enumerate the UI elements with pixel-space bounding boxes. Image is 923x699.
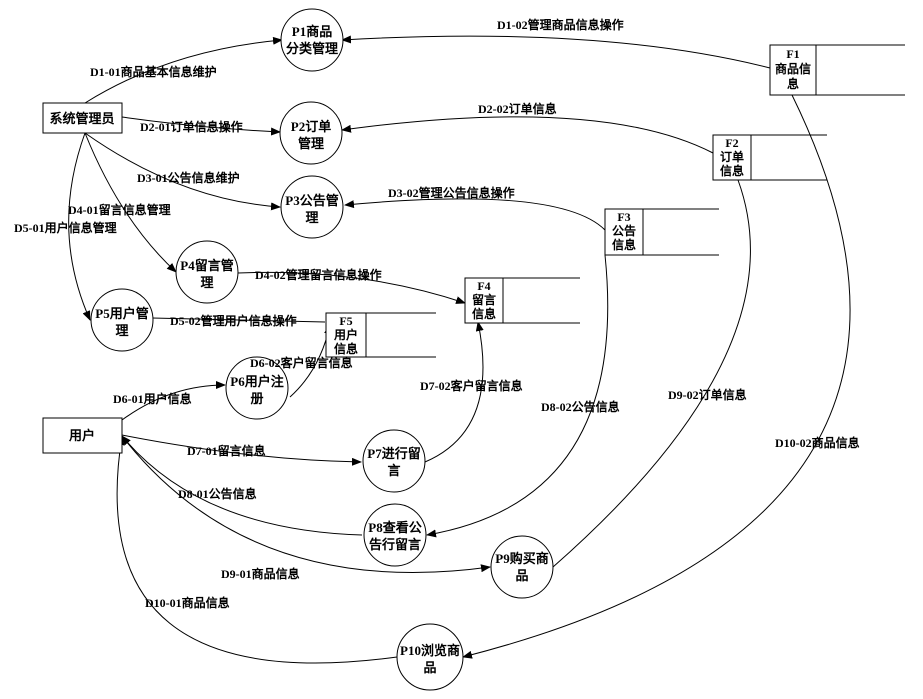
flow-label-d2-02: D2-02订单信息 (478, 101, 557, 116)
entity-user-label: 用户 (68, 428, 95, 443)
entity-admin-label: 系统管理员 (49, 111, 114, 126)
flow-line-d4-02 (228, 269, 466, 304)
flow-line-d5-01 (68, 132, 91, 321)
flow-label-d6-01: D6-01用户信息 (113, 391, 192, 406)
flow-label-d1-01: D1-01商品基本信息维护 (90, 64, 217, 79)
process-p9-line2: 品 (515, 568, 528, 583)
process-p6-line2: 册 (250, 391, 263, 406)
store-f3-line3: 信息 (612, 237, 636, 252)
store-f4-line1: F4 (477, 279, 490, 293)
flow-line-d10-01 (116, 435, 398, 664)
flow-label-d8-01: D8-01公告信息 (178, 486, 257, 501)
flow-label-d6-02: D6-02客户留言信息 (250, 355, 353, 370)
flow-label-d2-01: D2-01订单信息操作 (140, 119, 243, 134)
flow-label-d7-01: D7-01留言信息 (187, 443, 266, 458)
process-p2-line1: P2订单 (291, 119, 331, 134)
process-p6: P6用户注 册 (225, 356, 289, 420)
process-p5-line1: P5用户管 (95, 306, 148, 321)
flow-label-d4-02: D4-02管理留言信息操作 (255, 267, 382, 282)
flow-label-d8-02: D8-02公告信息 (541, 399, 620, 414)
process-p3-line2: 理 (305, 210, 318, 225)
process-p8: P8查看公 告行留言 (363, 503, 427, 567)
process-p7-line1: P7进行留 (367, 446, 420, 461)
store-f1-line1: F1 (786, 47, 799, 61)
flow-line-d1-02 (341, 35, 771, 69)
flow-label-d3-02: D3-02管理公告信息操作 (388, 185, 515, 200)
flow-line-d2-02 (341, 116, 714, 154)
flow-label-d9-02: D9-02订单信息 (668, 387, 747, 402)
store-f2 (712, 134, 827, 181)
store-f2-line3: 信息 (720, 163, 744, 178)
process-p3-line1: P3公告管 (285, 193, 338, 208)
store-f5-line3: 信息 (334, 341, 358, 356)
process-p10-line2: 品 (423, 660, 436, 675)
store-f4-line3: 信息 (472, 306, 496, 321)
flow-label-d7-02: D7-02客户留言信息 (420, 378, 523, 393)
process-p6-line1: P6用户注 (230, 374, 283, 389)
flow-label-d10-01: D10-01商品信息 (145, 595, 230, 610)
flow-line-d5-02 (142, 313, 326, 323)
store-f5 (325, 312, 436, 358)
store-f1-line3: 息 (787, 76, 799, 91)
flow-line-d3-01 (84, 132, 281, 211)
flow-line-d8-02 (426, 254, 609, 538)
store-f5-line1: F5 (339, 314, 352, 328)
store-f2-line2: 订单 (720, 149, 744, 164)
store-f2-line1: F2 (725, 136, 738, 150)
process-p1-line2: 分类管理 (286, 41, 338, 56)
flow-line-d6-01 (121, 381, 226, 421)
process-p10: P10浏览商 品 (396, 623, 464, 691)
flow-line-d1-01 (84, 36, 283, 104)
process-p3: P3公告管 理 (280, 175, 344, 239)
process-p9: P9购买商 品 (490, 535, 554, 599)
store-f4 (464, 277, 580, 324)
process-p9-line1: P9购买商 (495, 551, 548, 566)
flow-line-d4-01 (84, 132, 177, 273)
store-f1-line2: 商品信 (775, 61, 811, 76)
process-p7-line2: 言 (387, 463, 400, 478)
flow-label-d4-01: D4-01留言信息管理 (68, 202, 171, 217)
store-f1 (769, 44, 905, 96)
flow-label-d5-02: D5-02管理用户信息操作 (170, 313, 297, 328)
process-p1: P1商品 分类管理 (280, 8, 344, 72)
flow-label-d9-01: D9-01商品信息 (221, 566, 300, 581)
store-f3 (604, 208, 719, 256)
store-f4-line2: 留言 (472, 292, 496, 307)
process-p4: P4留言管 理 (175, 240, 239, 304)
store-f3-line2: 公告 (612, 223, 636, 238)
process-p1-line1: P1商品 (292, 24, 332, 39)
process-p4-line2: 理 (200, 275, 213, 290)
process-p2-line2: 管理 (298, 136, 324, 151)
process-p10-line1: P10浏览商 (400, 643, 460, 658)
store-f5-line2: 用户 (333, 327, 358, 342)
store-f3-line1: F3 (617, 210, 630, 224)
flow-line-d10-02 (462, 94, 851, 659)
flow-label-d5-01: D5-01用户信息管理 (14, 220, 117, 235)
flow-label-d3-01: D3-01公告信息维护 (137, 170, 240, 185)
process-p5: P5用户管 理 (90, 288, 154, 352)
flow-label-d1-02: D1-02管理商品信息操作 (497, 17, 624, 32)
flow-line-d8-01 (121, 435, 363, 536)
entity-admin: 系统管理员 (42, 102, 123, 134)
flow-line-d9-01 (121, 435, 491, 573)
process-p8-line2: 告行留言 (369, 537, 421, 552)
process-p8-line1: P8查看公 (368, 520, 421, 535)
process-p2: P2订单 管理 (279, 101, 343, 165)
process-p7: P7进行留 言 (362, 429, 426, 493)
process-p5-line2: 理 (115, 323, 128, 338)
flow-line-d7-02 (424, 321, 484, 463)
flow-line-d9-02 (552, 179, 751, 568)
flow-label-d10-02: D10-02商品信息 (775, 435, 860, 450)
process-p4-line1: P4留言管 (180, 258, 233, 273)
flow-line-d3-02 (344, 198, 606, 231)
entity-user: 用户 (42, 417, 123, 454)
flow-line-d2-01 (121, 116, 281, 136)
flow-line-d7-01 (112, 429, 362, 466)
